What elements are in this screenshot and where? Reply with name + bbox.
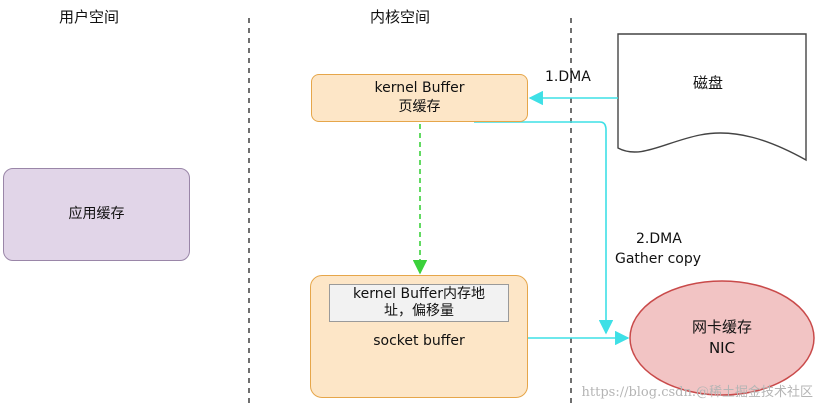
buffer-address-line1: kernel Buffer内存地 xyxy=(352,286,486,302)
buffer-address-line2: 址，偏移量 xyxy=(384,303,454,319)
dma1-label: 1.DMA xyxy=(545,69,591,85)
kernel-buffer-label: kernel Buffer xyxy=(374,80,465,96)
nic-label-group: 网卡缓存 NIC xyxy=(629,280,815,396)
disk-shape xyxy=(617,33,807,162)
nic-cache-label: 网卡缓存 xyxy=(691,318,752,336)
kernel-buffer-box: kernel Buffer 页缓存 xyxy=(311,74,528,122)
page-cache-label: 页缓存 xyxy=(398,99,441,115)
buffer-address-box: kernel Buffer内存地 址，偏移量 xyxy=(329,284,509,322)
watermark-text: https://blog.csdn.@稀土掘金技术社区 xyxy=(581,385,814,400)
disk-label: 磁盘 xyxy=(692,74,723,92)
nic-ellipse xyxy=(629,280,815,396)
gather-copy-label: Gather copy xyxy=(615,251,702,267)
user-space-heading: 用户空间 xyxy=(59,8,120,26)
app-cache-box: 应用缓存 xyxy=(3,168,190,261)
app-cache-label: 应用缓存 xyxy=(68,206,125,222)
socket-buffer-box: kernel Buffer内存地 址，偏移量 socket buffer xyxy=(310,275,528,398)
kernel-space-heading: 内核空间 xyxy=(370,8,431,26)
dma2-arrow xyxy=(474,121,614,335)
nic-label: NIC xyxy=(708,339,736,357)
socket-buffer-label: socket buffer xyxy=(373,333,465,349)
dma2-label: 2.DMA xyxy=(636,231,682,247)
